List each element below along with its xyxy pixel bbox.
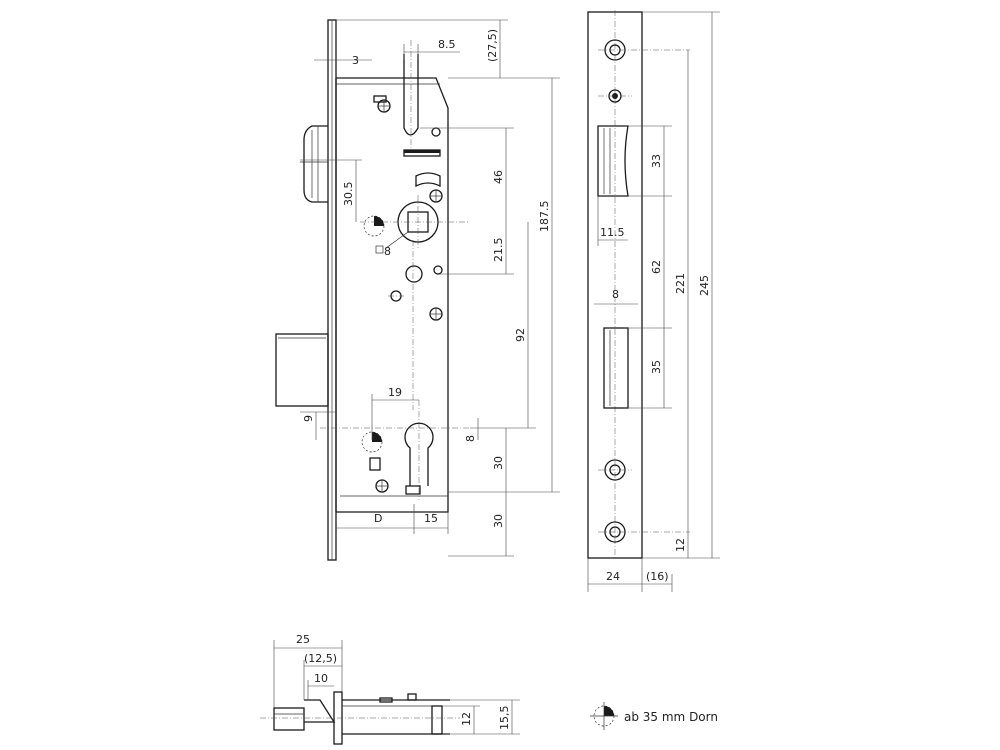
dim-side-15-5: 15,5 (498, 706, 511, 731)
dorn-legend-icon (590, 702, 618, 730)
cylinder-cutout (404, 422, 434, 486)
dim-cylinder-y: 9 (302, 415, 315, 422)
dorn-legend-text: ab 35 mm Dorn (624, 710, 718, 724)
dorn-symbol-lower (361, 431, 383, 453)
screw-holes (373, 95, 443, 493)
dim-total-case: 187.5 (538, 201, 551, 233)
dim-strike-upper: 33 (650, 154, 663, 168)
strike-latch-slot (597, 125, 629, 197)
dim-strike-221: 221 (674, 273, 687, 294)
dim-side-12: 12 (460, 712, 473, 726)
dim-latch-top: (27,5) (486, 29, 499, 62)
latch-bolt (303, 125, 328, 203)
dead-bolt (275, 333, 329, 407)
dorn-legend: ab 35 mm Dorn (590, 702, 718, 730)
dim-backset: D (374, 512, 382, 525)
dim-faceplate-offset: 3 (352, 54, 359, 67)
dim-spindle-lower: 21.5 (492, 238, 505, 263)
side-dimensions: 25 (12,5) 10 12 15,5 (273, 633, 520, 735)
dim-spindle-cylinder: 92 (514, 328, 527, 342)
strike-bolt-slot (603, 327, 629, 409)
dim-spindle-top: 46 (492, 170, 505, 184)
strike-dimensions: 33 11.5 62 8 35 221 245 12 24 (16) (587, 11, 720, 592)
lock-front-view (275, 19, 470, 561)
lock-dimensions: 8.5 (27,5) 3 46 30.5 21.5 8 187.5 92 (300, 19, 560, 557)
dim-strike-width: 24 (606, 570, 620, 583)
dim-strike-mid: 62 (650, 260, 663, 274)
dim-cylinder-bottom: 30 (492, 456, 505, 470)
lock-case (336, 77, 449, 513)
latch-slide (403, 54, 419, 136)
dim-handle-offset: 30.5 (342, 182, 355, 207)
lock-side-view (260, 691, 460, 745)
dim-strike-bottom: 12 (674, 538, 687, 552)
dim-cylinder-width: 8 (464, 435, 477, 442)
dim-strike-total: 245 (698, 275, 711, 296)
dim-side-10: 10 (314, 672, 328, 685)
dim-latch-width: 8.5 (438, 38, 456, 51)
dim-strike-gap: 8 (612, 288, 619, 301)
dorn-symbol-upper (363, 215, 385, 237)
dim-strike-lower: 35 (650, 360, 663, 374)
dim-strike-depth: (16) (646, 570, 669, 583)
dim-strike-width-top: 11.5 (600, 226, 625, 239)
dim-spindle-size: 8 (384, 245, 391, 258)
dim-cylinder-edge: 15 (424, 512, 438, 525)
strike-plate-view (587, 10, 690, 560)
dim-side-total: 25 (296, 633, 310, 646)
dim-cylinder-offset: 19 (388, 386, 402, 399)
dim-bottom-height: 30 (492, 514, 505, 528)
dim-side-mid: (12,5) (304, 652, 337, 665)
